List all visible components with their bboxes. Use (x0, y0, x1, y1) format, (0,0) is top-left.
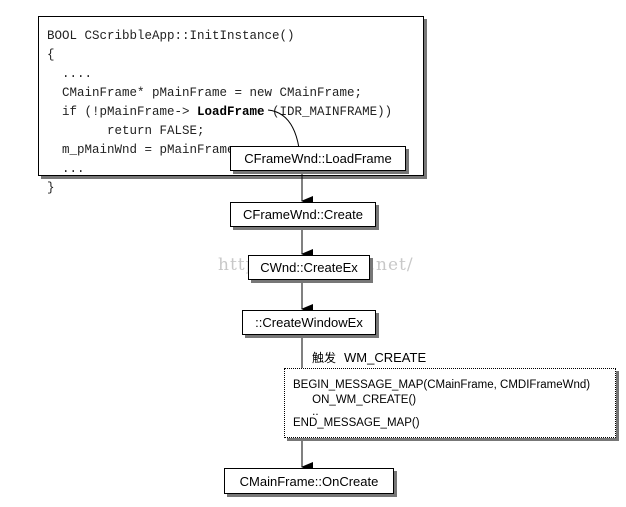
message-map-line: END_MESSAGE_MAP() (293, 417, 420, 429)
message-map-line: ON_WM_CREATE() (293, 394, 417, 406)
code-line: ... (47, 162, 85, 176)
code-line: { (47, 48, 55, 62)
code-line: } (47, 181, 55, 195)
box-cwnd-createex: CWnd::CreateEx (248, 255, 370, 280)
code-line: CMainFrame* pMainFrame = new CMainFrame; (47, 86, 363, 100)
trigger-label: 触发 WM_CREATE (312, 349, 426, 366)
trigger-verb: 触发 (312, 351, 337, 365)
code-line: BOOL CScribbleApp::InitInstance() (47, 29, 295, 43)
message-map-line: .. (293, 406, 319, 418)
code-line: m_pMainWnd = pMainFrame; (47, 143, 243, 157)
box-cframewnd-loadframe: CFrameWnd::LoadFrame (230, 146, 406, 171)
code-line: if (!pMainFrame-> (47, 105, 198, 119)
code-line: return FALSE; (47, 124, 205, 138)
code-line: .... (47, 67, 93, 81)
box-cmainframe-oncreate: CMainFrame::OnCreate (224, 468, 394, 494)
message-map-box: BEGIN_MESSAGE_MAP(CMainFrame, CMDIFrameW… (284, 368, 616, 438)
message-map-line: BEGIN_MESSAGE_MAP(CMainFrame, CMDIFrameW… (293, 379, 591, 391)
code-call-args: (IDR_MAINFRAME)) (264, 105, 393, 119)
trigger-message: WM_CREATE (344, 350, 427, 365)
box-cframewnd-create: CFrameWnd::Create (230, 202, 376, 227)
call-curve (267, 109, 300, 149)
code-loadframe-call: LoadFrame (197, 105, 265, 119)
code-snippet: BOOL CScribbleApp::InitInstance() { ....… (47, 27, 392, 198)
box-createwindowex: ::CreateWindowEx (242, 310, 376, 335)
